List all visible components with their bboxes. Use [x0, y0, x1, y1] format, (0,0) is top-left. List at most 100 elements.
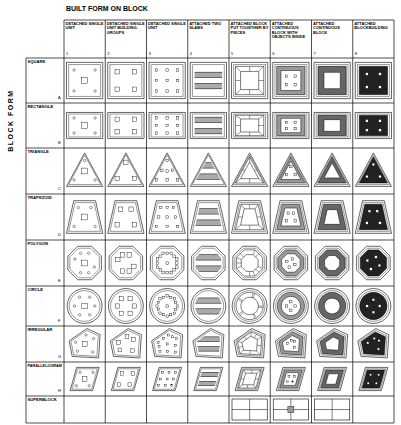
building — [166, 69, 168, 71]
block-edge — [151, 65, 183, 97]
block-cell — [232, 289, 267, 324]
street-edge — [314, 62, 350, 98]
block-cell — [273, 62, 309, 98]
grid-line — [26, 58, 27, 423]
inner-object — [285, 127, 287, 129]
block-cell — [190, 246, 226, 279]
block-edge — [192, 203, 224, 232]
inner-object — [290, 165, 292, 167]
building — [164, 385, 166, 387]
building — [115, 87, 119, 91]
tree — [73, 132, 75, 134]
slab — [190, 266, 226, 271]
block-cell — [150, 246, 183, 279]
block-cell — [68, 246, 101, 279]
piece-divider — [247, 385, 249, 388]
piece-divider — [235, 132, 240, 136]
building — [166, 90, 168, 92]
inner-object — [294, 75, 296, 77]
street-edge — [232, 112, 268, 138]
tree — [89, 296, 91, 298]
block-edge — [236, 330, 263, 356]
axis-label: BLOCK FORM — [6, 50, 15, 190]
building — [175, 344, 177, 346]
grid-line — [187, 20, 188, 423]
building — [127, 269, 131, 273]
block-cell — [153, 367, 182, 390]
block-edge — [235, 248, 264, 277]
column-header: DETACHED SINGLE UNIT BUILDING-GROUPS — [107, 22, 145, 36]
tree — [74, 258, 76, 260]
building — [156, 262, 158, 264]
block-cell — [109, 246, 142, 279]
building — [159, 255, 161, 257]
column-header: ATTACHED BLOCKBUILDING — [354, 22, 392, 31]
building — [168, 371, 170, 373]
light-well — [377, 348, 379, 350]
building — [166, 305, 168, 307]
tree — [78, 296, 80, 298]
block-edge — [275, 155, 307, 185]
piece-divider — [253, 293, 255, 297]
street-edge — [234, 329, 265, 358]
building — [170, 296, 172, 298]
block-edge — [361, 369, 387, 389]
block-edge — [358, 291, 389, 322]
perimeter-block — [321, 370, 344, 388]
inner-street — [315, 409, 350, 410]
building — [166, 295, 168, 297]
light-well — [376, 210, 379, 213]
piece-divider — [238, 217, 242, 218]
block-edge — [112, 330, 139, 356]
street-edge — [153, 367, 182, 390]
block-building — [359, 66, 387, 94]
building — [132, 117, 136, 121]
inner-object — [293, 375, 295, 377]
block-edge — [110, 114, 142, 137]
street-edge — [273, 153, 309, 187]
block-edge — [111, 248, 140, 277]
building — [176, 69, 178, 71]
street-edge — [150, 246, 183, 279]
inner-object — [294, 174, 296, 176]
row-label: RECTANGLE — [28, 105, 54, 110]
building — [176, 117, 178, 119]
light-well — [379, 73, 382, 76]
building — [129, 207, 133, 211]
building — [131, 372, 134, 375]
tree — [79, 272, 81, 274]
tree — [83, 159, 85, 161]
piece-divider — [249, 132, 250, 136]
tree — [90, 206, 92, 208]
grid-line — [26, 423, 394, 424]
building — [176, 124, 178, 126]
tree — [73, 179, 75, 181]
block-edge — [359, 248, 388, 277]
piece-divider — [237, 258, 242, 260]
building — [173, 378, 175, 380]
piece-divider — [240, 312, 243, 315]
light-well — [365, 129, 368, 132]
grid-line — [26, 148, 394, 149]
block-edge — [69, 65, 101, 97]
perimeter-block — [279, 332, 303, 355]
inner-object — [294, 341, 296, 343]
street-edge — [314, 201, 350, 234]
block-edge — [316, 203, 348, 232]
piece-divider — [249, 271, 250, 276]
row-label: IRREGULAR — [28, 328, 53, 333]
row-label: POLYGON — [28, 242, 49, 247]
building — [166, 179, 168, 181]
block-edge — [69, 291, 100, 322]
block-edge — [275, 65, 307, 97]
perimeter-block — [318, 115, 346, 135]
block-cell — [317, 329, 348, 358]
building — [166, 343, 168, 345]
column-number: 2 — [107, 52, 109, 57]
block-edge — [151, 203, 183, 232]
block-edge — [234, 155, 266, 185]
street-edge — [67, 289, 102, 324]
building — [166, 252, 168, 254]
slabs — [190, 255, 226, 272]
block-cell — [111, 367, 140, 390]
